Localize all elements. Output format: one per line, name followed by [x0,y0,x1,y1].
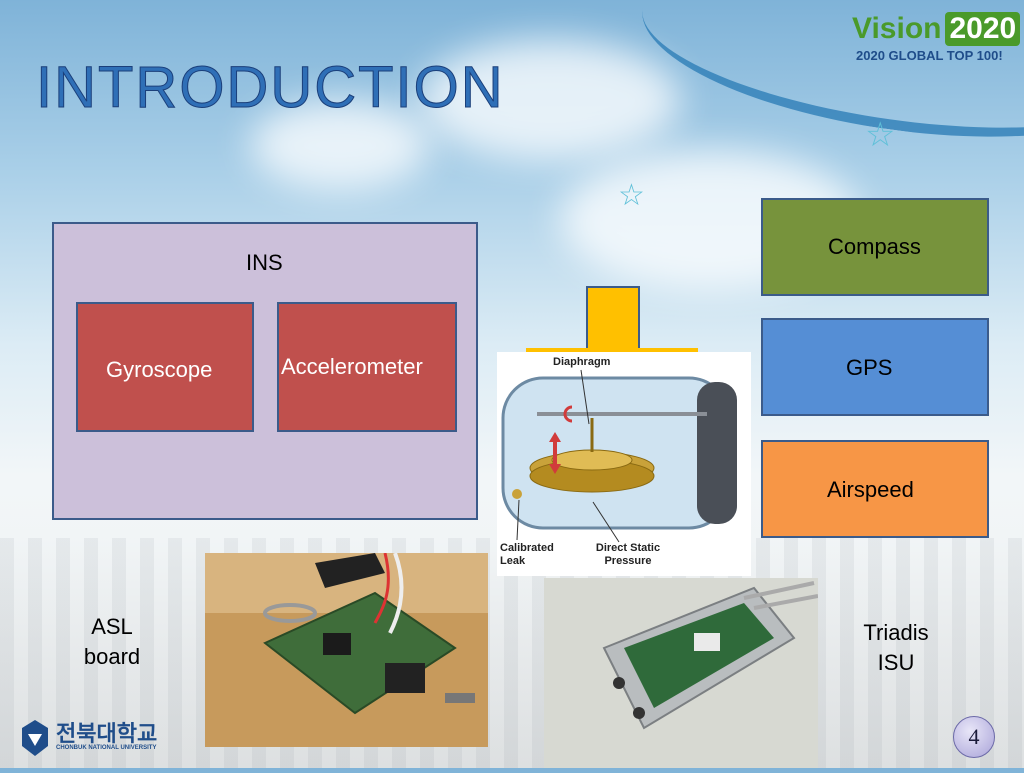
altimeter-diagram: Diaphragm Calibrated Leak Direct Static … [497,352,751,576]
gps-label: GPS [846,355,893,380]
asl-board-caption: ASL board [83,614,141,669]
triadis-isu-photo [544,578,819,768]
star-icon: ☆ [618,179,645,212]
altimeter-illustration [501,369,737,543]
connector-stem [586,286,640,352]
triadis-isu-caption: Triadis ISU [863,620,929,675]
compass-label: Compass [828,234,921,259]
calibrated-leak-label: Calibrated Leak [500,542,554,567]
airspeed-label: Airspeed [827,477,914,502]
direct-static-pressure-label: Direct Static Pressure [595,542,661,567]
airspeed-box: Airspeed [761,440,989,538]
diaphragm-label: Diaphragm [553,356,611,368]
university-name-korean: 전북대학교 [56,721,158,746]
gps-box: GPS [761,318,989,416]
star-icon: ☆ [865,116,896,154]
gyroscope-box: Gyroscope [76,302,254,432]
page-number: 4 [953,716,995,758]
university-name-english: CHONBUK NATIONAL UNIVERSITY [56,745,157,751]
accelerometer-box: Accelerometer [277,302,457,432]
vision-year: 2020 [945,12,1021,46]
compass-box: Compass [761,198,989,296]
ins-label: INS [246,250,283,275]
vision-word: Vision [852,12,942,45]
university-logo: 전북대학교 CHONBUK NATIONAL UNIVERSITY [18,716,178,760]
slide-title: INTRODUCTION [36,55,505,121]
university-emblem-icon [22,720,48,756]
asl-board-photo [205,552,488,747]
campus-background [0,538,1024,768]
accelerometer-label: Accelerometer [281,354,423,379]
vision-tagline: 2020 GLOBAL TOP 100! [856,48,1003,63]
gyroscope-label: Gyroscope [106,357,213,382]
